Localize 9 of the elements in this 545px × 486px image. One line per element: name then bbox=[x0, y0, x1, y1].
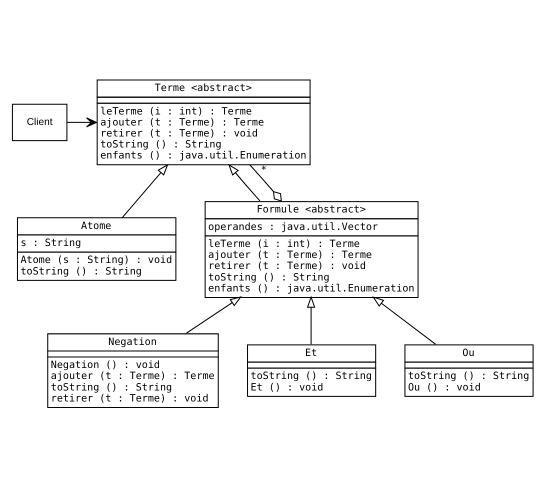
arrow bbox=[186, 296, 242, 333]
connector bbox=[249, 164, 282, 202]
arrow bbox=[306, 295, 316, 344]
arrow bbox=[67, 116, 98, 127]
node-box: Client bbox=[12, 103, 68, 141]
arrow bbox=[228, 163, 260, 201]
edge-label: * bbox=[260, 164, 267, 176]
arrow bbox=[122, 163, 169, 218]
arrow bbox=[372, 296, 436, 344]
